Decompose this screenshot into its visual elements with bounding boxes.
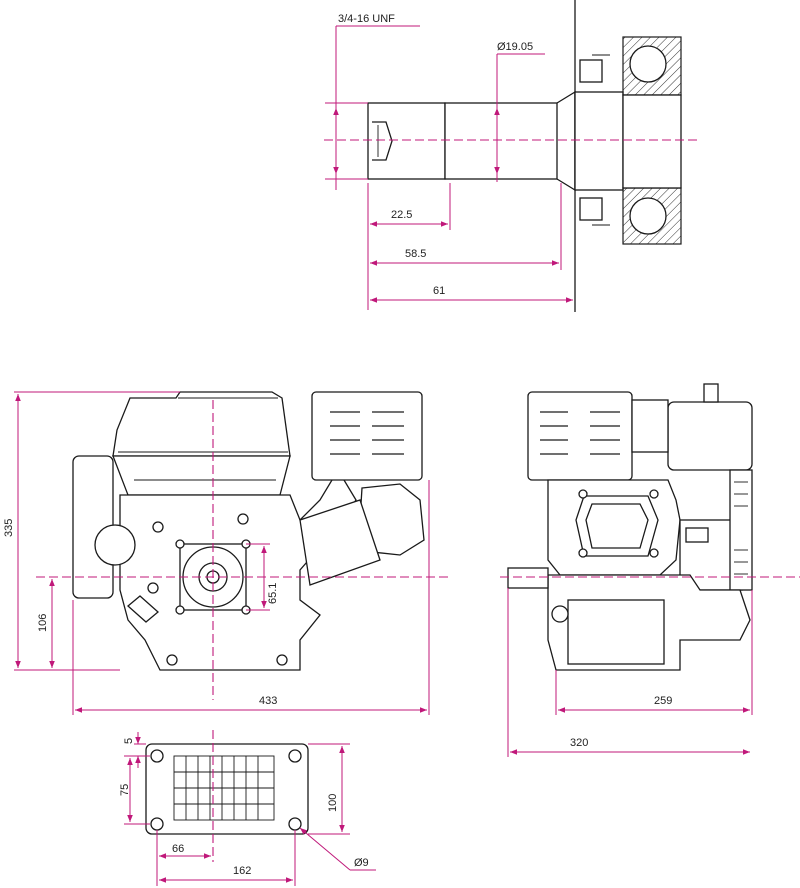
diameter-label: Ø19.05 xyxy=(497,41,533,53)
bearing-ball-top xyxy=(629,45,667,83)
base-ribs xyxy=(173,755,275,821)
base-dim-100: 100 xyxy=(327,794,339,812)
mount-hole xyxy=(150,817,164,831)
base-dim-5: 5 xyxy=(123,738,135,744)
seal-bottom xyxy=(579,197,603,221)
air-filter xyxy=(311,391,423,481)
total-depth-label: 320 xyxy=(570,737,588,749)
shaft-collar xyxy=(574,91,624,191)
side-shaft xyxy=(507,567,549,589)
air-filter-vents xyxy=(330,411,404,455)
mount-hole xyxy=(150,749,164,763)
mount-hole xyxy=(288,817,302,831)
starter-knob xyxy=(94,524,136,566)
front-view: 335 106 65.1 433 xyxy=(3,391,450,715)
shaft-detail: 3/4-16 UNF Ø19.05 22.5 58.5 61 xyxy=(324,0,700,312)
flange-label: 65.1 xyxy=(267,583,279,604)
oil-drain xyxy=(127,595,159,623)
base-view: 5 75 100 66 162 Ø9 xyxy=(119,730,376,886)
shaft-fillet xyxy=(556,90,576,192)
thread-label: 3/4-16 UNF xyxy=(338,13,395,25)
fuel-tank xyxy=(112,391,291,457)
base-dim-75: 75 xyxy=(119,784,131,796)
side-view: 259 320 xyxy=(500,383,800,757)
base-plate xyxy=(145,743,309,835)
width-label: 433 xyxy=(259,695,277,707)
depth-label: 259 xyxy=(654,695,672,707)
dim-22-5: 22.5 xyxy=(391,209,412,221)
side-air-filter xyxy=(527,391,633,481)
bearing-ball-bottom xyxy=(629,197,667,235)
carburetor xyxy=(299,499,381,586)
hole-label: Ø9 xyxy=(354,857,369,869)
mount-hole xyxy=(288,749,302,763)
shaft-height-label: 106 xyxy=(37,614,49,632)
side-fuel-tank xyxy=(667,401,753,471)
dim-58-5: 58.5 xyxy=(405,248,426,260)
center-bore xyxy=(372,121,393,161)
base-dim-162: 162 xyxy=(233,865,251,877)
dim-61: 61 xyxy=(433,285,445,297)
seal-top xyxy=(579,59,603,83)
shaft-thread-section xyxy=(367,102,446,180)
base-dim-66: 66 xyxy=(172,843,184,855)
shaft-body xyxy=(444,102,558,180)
height-label: 335 xyxy=(3,519,15,537)
side-base xyxy=(567,599,665,665)
